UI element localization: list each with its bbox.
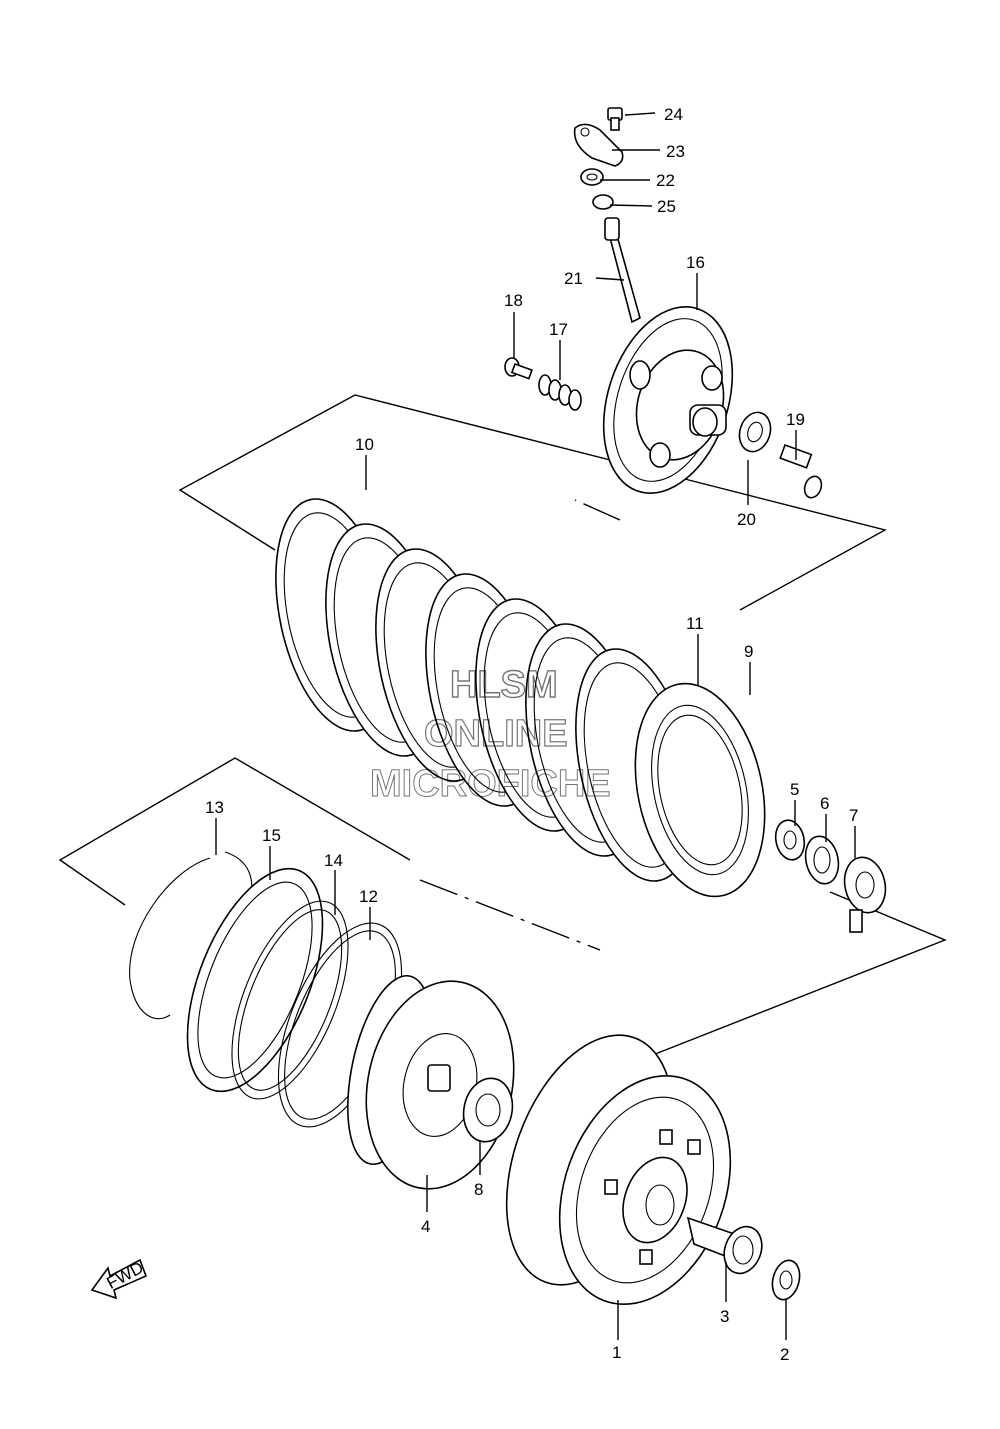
screw <box>607 107 623 131</box>
label-part-22: 22 <box>656 171 675 190</box>
label-part-20: 20 <box>737 510 756 529</box>
label-part-8: 8 <box>474 1180 483 1199</box>
label-part-21: 21 <box>564 269 583 288</box>
clutch-plate-stack <box>275 498 766 898</box>
watermark-line-1: HLSM <box>450 664 558 706</box>
thrust-washer <box>771 1259 801 1301</box>
label-part-9: 9 <box>744 642 753 661</box>
clutch-housing <box>505 1034 732 1306</box>
bearing-bolt <box>779 443 823 499</box>
spacer-bush <box>686 1216 763 1275</box>
label-part-19: 19 <box>786 410 805 429</box>
spring-bolt <box>504 357 533 380</box>
assembly-frame-upper <box>178 394 887 611</box>
bearing <box>738 411 772 453</box>
label-part-13: 13 <box>205 798 224 817</box>
label-part-3: 3 <box>720 1307 729 1326</box>
fwd-arrow-icon: FWD <box>90 1258 148 1300</box>
label-part-5: 5 <box>790 780 799 799</box>
clutch-spring <box>538 374 582 411</box>
label-part-1: 1 <box>612 1343 621 1362</box>
label-part-17: 17 <box>549 320 568 339</box>
label-part-4: 4 <box>421 1217 430 1236</box>
label-part-6: 6 <box>820 794 829 813</box>
label-part-11: 11 <box>686 614 704 633</box>
fwd-label: FWD <box>104 1258 147 1293</box>
release-arm-plate <box>573 123 624 167</box>
part-labels: 1 2 3 4 5 6 7 8 9 10 11 12 13 14 15 16 1… <box>205 105 858 1364</box>
label-part-25: 25 <box>657 197 676 216</box>
lock-nut <box>580 168 604 186</box>
label-part-23: 23 <box>666 142 685 161</box>
spacer <box>462 1077 514 1143</box>
label-part-2: 2 <box>780 1345 789 1364</box>
label-part-24: 24 <box>664 105 683 124</box>
label-part-12: 12 <box>359 887 378 906</box>
label-part-7: 7 <box>849 806 858 825</box>
leader-lines <box>215 112 856 1340</box>
label-part-18: 18 <box>504 291 523 310</box>
release-rod <box>604 217 641 324</box>
lock-washer <box>843 856 887 933</box>
watermark-line-3: MICROFICHE <box>370 763 611 805</box>
label-part-10: 10 <box>355 435 374 454</box>
rod-cap <box>592 194 614 210</box>
clutch-nut <box>774 819 806 861</box>
watermark-line-2: ONLINE <box>424 713 568 755</box>
watermark: HLSM ONLINE MICROFICHE <box>370 663 612 805</box>
washer <box>804 835 840 885</box>
label-part-16: 16 <box>686 253 705 272</box>
pressure-plate <box>602 306 734 494</box>
label-part-15: 15 <box>262 826 281 845</box>
spring-washer <box>231 900 349 1100</box>
label-part-14: 14 <box>324 851 343 870</box>
